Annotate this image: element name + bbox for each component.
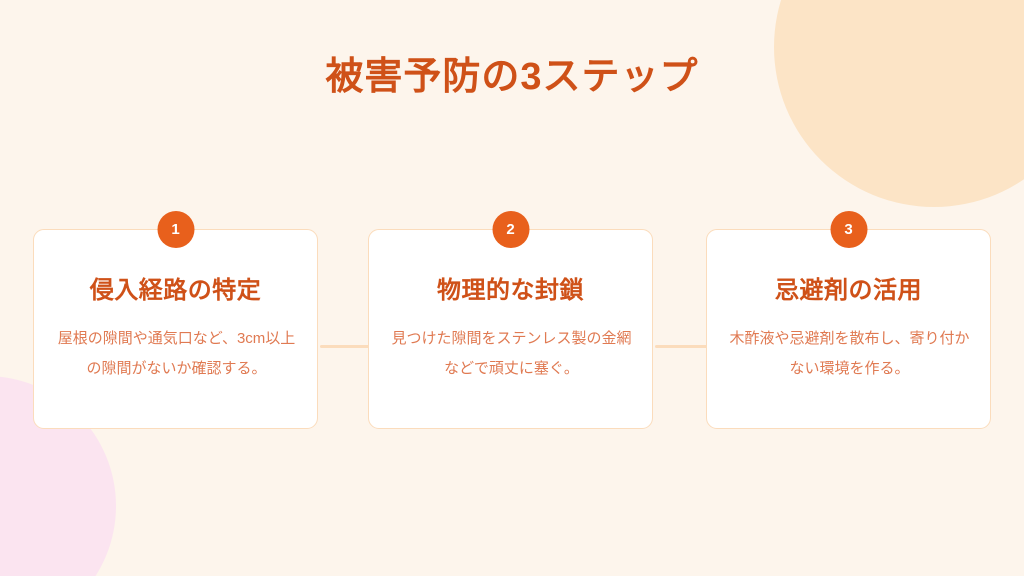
step-body-2: 見つけた隙間をステンレス製の金網などで頑丈に塞ぐ。 bbox=[391, 330, 632, 377]
step-connector-2-3 bbox=[655, 345, 708, 348]
step-card-2: 2 物理的な封鎖 見つけた隙間をステンレス製の金網などで頑丈に塞ぐ。 bbox=[368, 211, 653, 429]
page-title: 被害予防の3ステップ bbox=[325, 56, 699, 98]
step-body-1: 屋根の隙間や通気口など、3cm以上の隙間がないか確認する。 bbox=[57, 330, 296, 377]
step-body-3: 木酢液や忌避剤を散布し、寄り付かない環境を作る。 bbox=[729, 330, 970, 377]
step-number-badge-1: 1 bbox=[157, 211, 194, 248]
step-heading-2: 物理的な封鎖 bbox=[437, 277, 584, 304]
step-heading-3: 忌避剤の活用 bbox=[775, 277, 922, 304]
step-heading-1: 侵入経路の特定 bbox=[89, 277, 262, 304]
decorative-peach-circle bbox=[774, 0, 1024, 207]
step-card-3: 3 忌避剤の活用 木酢液や忌避剤を散布し、寄り付かない環境を作る。 bbox=[706, 211, 991, 429]
step-connector-1-2 bbox=[320, 345, 373, 348]
step-card-1: 1 侵入経路の特定 屋根の隙間や通気口など、3cm以上の隙間がないか確認する。 bbox=[33, 211, 318, 429]
step-number-badge-3: 3 bbox=[830, 211, 867, 248]
step-number-badge-2: 2 bbox=[492, 211, 529, 248]
steps-row: 1 侵入経路の特定 屋根の隙間や通気口など、3cm以上の隙間がないか確認する。 … bbox=[33, 211, 992, 431]
